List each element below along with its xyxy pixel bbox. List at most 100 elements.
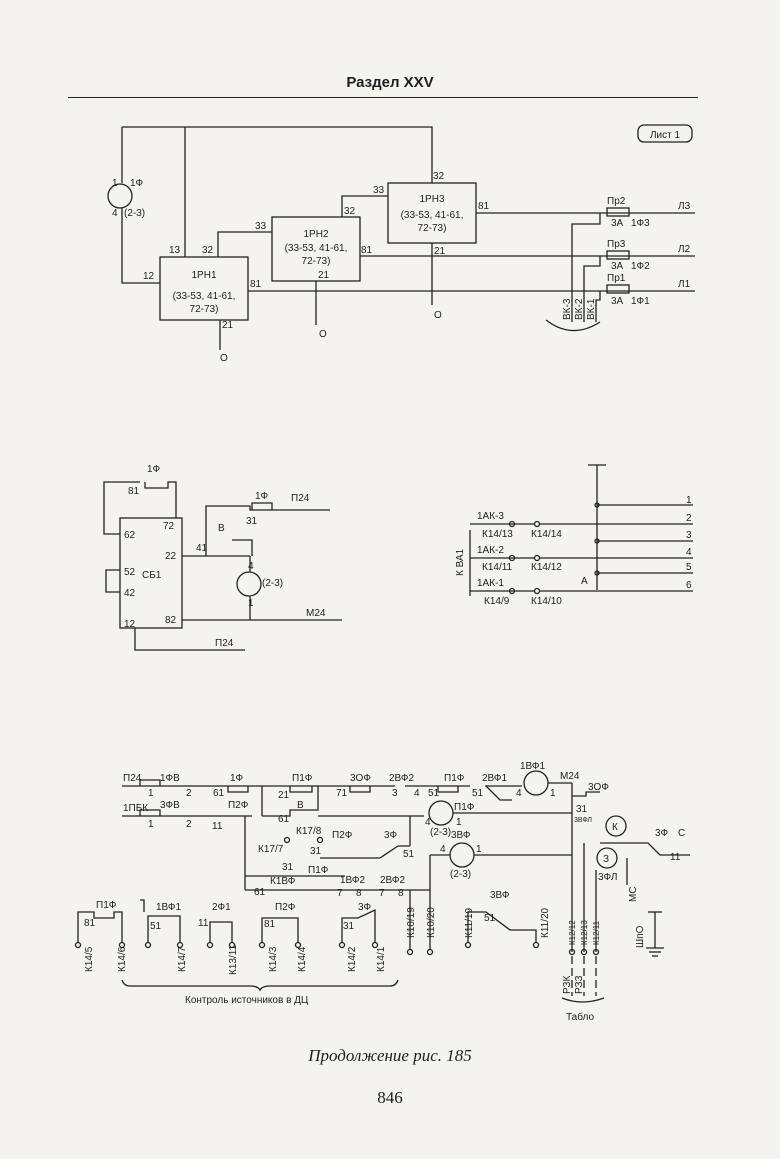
contact-num: 31 [246,516,258,527]
contact-num: 11 [198,918,209,929]
figure-caption: Продолжение рис. 185 [308,1046,472,1065]
relay-range: (33-53, 41-61, [173,291,236,302]
junction [594,502,600,508]
relay-range: 72-73) [418,223,447,234]
pin-label: 82 [165,615,177,626]
contact-label: 3ОФ [588,782,609,793]
pin-label: 1 [550,788,556,799]
fuse-label: Пр3 [607,239,626,250]
terminal-label: К14/1 [376,946,387,972]
line-number: 6 [686,580,692,591]
contact-p1f [437,786,459,793]
contact-label: К1ВФ [270,876,296,887]
pin-label: 4 [248,561,254,572]
k-label: К14/11 [482,562,513,573]
contact-num: 7 [337,888,343,899]
section-header: Раздел XXV [346,74,434,91]
line-label: Л3 [678,201,691,212]
coil-label: 1ВФ1 [520,761,546,772]
contact-label: П1Ф [292,773,313,784]
contact-label: 3Ф [358,902,372,913]
contact-group [341,908,376,943]
terminal-label: К14/7 [177,946,188,972]
pin-label: 4 [440,844,446,855]
contact-label: С [678,828,685,839]
contact-num: 11 [212,821,223,832]
contact-label: П1Ф [96,900,117,911]
block-label: СБ1 [142,570,162,581]
vk-bracket [545,319,601,332]
fuse-relay: 1Ф2 [631,261,650,272]
contact-label: 2ВФ2 [380,875,406,886]
contact-3f [379,845,410,859]
header-rule [68,97,698,98]
line-number: 4 [686,547,692,558]
sb1-section: СБ1 72 62 52 42 22 82 12 1Ф 81 В 41 1Ф 3… [103,464,342,651]
pin-label: 42 [124,588,136,599]
contact-num: 51 [472,788,484,799]
fuse-rating: 3А [611,296,624,307]
kva-title: К ВА1 [455,548,466,576]
fuse-rating: 3А [611,261,624,272]
bus-label: П24 [291,493,310,504]
contact-label: 3Ф [655,828,669,839]
k-label: К14/14 [531,529,562,540]
contact-1f-81 [144,481,177,518]
contact-num: 41 [196,543,208,554]
contact-3of [572,791,600,797]
k-label: К14/13 [482,529,513,540]
relay-name: 1РН2 [303,229,328,240]
terminal-label: К14/2 [347,946,358,972]
terminal-dot [508,587,516,595]
coil-spec: (2-3) [124,208,145,219]
terminal: 33 [255,221,267,232]
coil [236,571,262,597]
coil-p1f [428,800,454,826]
contact-num: 71 [336,788,348,799]
terminal-label: К14/3 [268,946,279,972]
zero-label: О [319,329,327,340]
terminal: 32 [344,206,356,217]
terminal: 81 [361,245,373,256]
kva-section: К ВА1 1АК-3 К14/13 К14/14 1АК-2 К14/11 К… [455,464,693,607]
pin-label: 1 [456,817,462,828]
coil-label: 1Ф [130,178,144,189]
contact-group [261,917,299,943]
contact-v [232,539,253,556]
contact-label: 3Ф [384,830,398,841]
fuse-label: Пр1 [607,273,626,284]
contact-label: 3ВФЛ [574,817,592,824]
contact-label: 3ФВ [160,800,180,811]
relay-range: 72-73) [302,256,331,267]
wire [571,213,601,322]
relay-range: (33-53, 41-61, [401,210,464,221]
contact-label: К17/7 [258,844,284,855]
vk-label: ВК-3 [562,298,573,320]
contact-label: 1ВФ2 [340,875,366,886]
contact-num: 1 [148,819,154,830]
zero-label: О [434,310,442,321]
contact-num: 61 [254,887,266,898]
contact-num: 1 [148,788,154,799]
contact-label: П2Ф [275,902,296,913]
contact-v [262,786,319,817]
terminal-dot [283,836,291,844]
contact-label: В [218,523,225,534]
pin-label: 1 [112,178,118,189]
terminal-label: К12/11 [592,920,601,945]
terminal-dot [533,520,541,528]
terminal: 21 [318,270,330,281]
contact-label: П2Ф [228,800,249,811]
contact-1f [227,786,249,793]
terminal: 21 [222,320,234,331]
contact-2vf1 [485,785,512,801]
terminal: 13 [169,245,181,256]
bus-label: П24 [215,638,234,649]
pin-label: 52 [124,567,136,578]
pin-label: 62 [124,530,136,541]
sheet-label: Лист 1 [650,130,681,141]
terminal-dot [508,520,516,528]
terminal-dot [533,554,541,562]
contact-num: 61 [278,814,290,825]
fuse-relay: 1Ф1 [631,296,650,307]
